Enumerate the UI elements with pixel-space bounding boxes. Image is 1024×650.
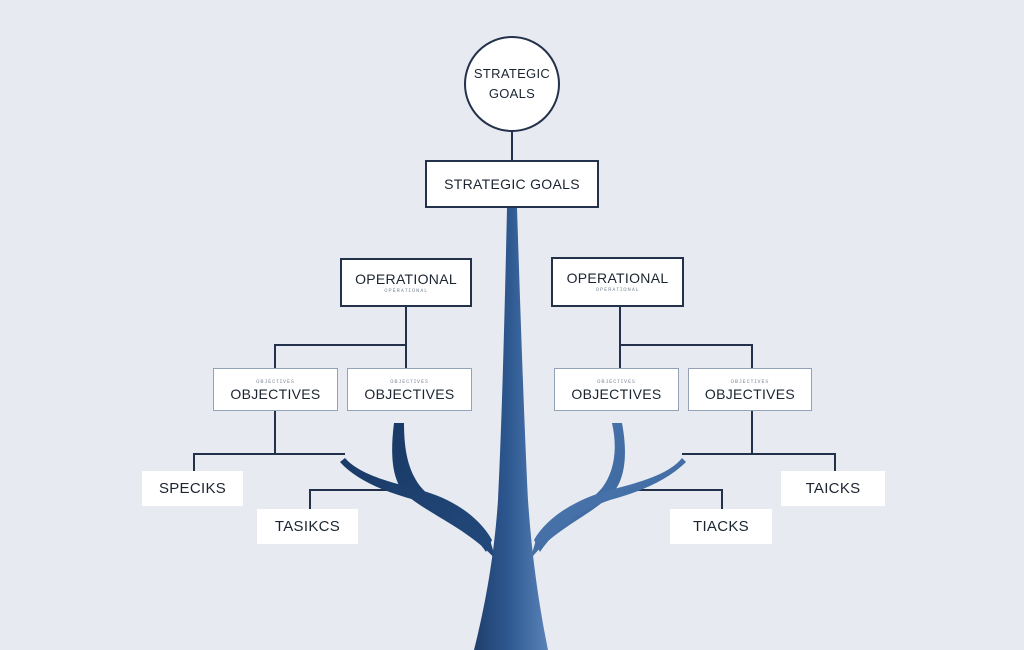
trunk — [474, 208, 548, 650]
operational-label: OPERATIONAL — [566, 270, 669, 286]
leaf-label: TAICKS — [805, 479, 861, 497]
left-lower-branch — [340, 458, 492, 552]
op-right-connector — [619, 307, 753, 368]
leaf3-connector — [628, 489, 723, 509]
objectives-node-3: ᴏʙᴊᴇᴄᴛɪᴠᴇs OBJECTIVES — [554, 368, 679, 411]
objectives-node-4: ᴏʙᴊᴇᴄᴛɪᴠᴇs OBJECTIVES — [688, 368, 812, 411]
leaf-label: SPECIKS — [158, 479, 227, 497]
objectives-node-1: ᴏʙᴊᴇᴄᴛɪᴠᴇs OBJECTIVES — [213, 368, 338, 411]
leaf-label: TASIKCS — [274, 517, 341, 535]
connector-lines — [193, 132, 836, 509]
objectives-label: OBJECTIVES — [230, 385, 321, 402]
operational-sublabel: ᴏᴘᴇʀᴀᴛɪᴏɴᴀʟ — [595, 287, 640, 293]
op-left-connector — [274, 307, 407, 368]
objectives-sublabel: ᴏʙᴊᴇᴄᴛɪᴠᴇs — [256, 378, 295, 385]
objectives-sublabel: ᴏʙᴊᴇᴄᴛɪᴠᴇs — [390, 378, 429, 385]
operational-label: OPERATIONAL — [355, 270, 457, 287]
root-label-line2: GOALS — [488, 86, 536, 101]
leaf-label: TIACKS — [693, 517, 749, 535]
leaf-node-tiacks: TIACKS — [670, 509, 772, 544]
operational-sublabel: ᴏᴘᴇʀᴀᴛɪᴏɴᴀʟ — [384, 287, 428, 294]
objectives-label: OBJECTIVES — [571, 385, 662, 402]
leaf-node-tasikcs: TASIKCS — [257, 509, 358, 544]
right-lower-branch — [534, 458, 686, 552]
tree-trunk — [340, 208, 686, 650]
obj4-connector — [751, 411, 836, 471]
objectives-sublabel: ᴏʙᴊᴇᴄᴛɪᴠᴇs — [730, 378, 770, 385]
goals-box-label: STRATEGIC GOALS — [444, 176, 580, 192]
leaf-node-speciks: SPECIKS — [142, 471, 243, 506]
objectives-label: OBJECTIVES — [364, 385, 455, 402]
leaf2-connector — [309, 489, 398, 509]
strategic-goals-root-node: STRATEGIC GOALS — [464, 36, 560, 132]
root-label-line1: STRATEGIC — [473, 66, 551, 81]
strategic-goals-box: STRATEGIC GOALS — [425, 160, 599, 208]
operational-node-right: OPERATIONAL ᴏᴘᴇʀᴀᴛɪᴏɴᴀʟ — [551, 257, 684, 307]
objectives-node-2: ᴏʙᴊᴇᴄᴛɪᴠᴇs OBJECTIVES — [347, 368, 472, 411]
leaf-node-taicks: TAICKS — [781, 471, 885, 506]
objectives-sublabel: ᴏʙᴊᴇᴄᴛɪᴠᴇs — [597, 378, 636, 385]
operational-node-left: OPERATIONAL ᴏᴘᴇʀᴀᴛɪᴏɴᴀʟ — [340, 258, 472, 307]
objectives-label: OBJECTIVES — [704, 385, 796, 402]
obj1-connector — [193, 411, 276, 471]
